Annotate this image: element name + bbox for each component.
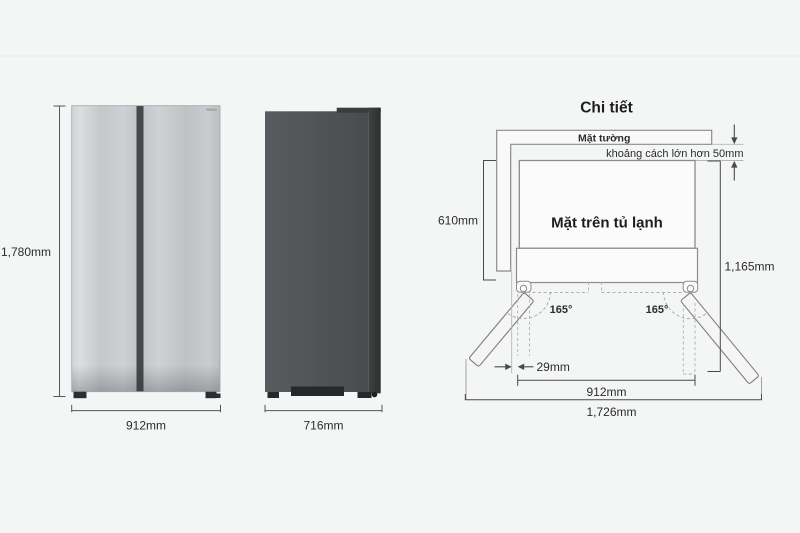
wall-label: Mặt tường <box>578 133 630 145</box>
front-width-label: 912mm <box>126 419 166 433</box>
right-hinge-pin <box>686 284 695 293</box>
depth-open-dimension <box>707 160 721 372</box>
front-right-door <box>143 105 220 392</box>
clearance-arrow-down <box>731 124 738 145</box>
left-open-door <box>468 292 534 367</box>
right-door-angle-label: 165° <box>646 304 669 316</box>
side-front-foot <box>267 392 279 398</box>
total-width-label: 1,726mm <box>586 405 636 419</box>
samsung-logo <box>206 108 217 111</box>
side-wheel <box>371 391 378 398</box>
right-door-swing-arc <box>663 291 707 320</box>
side-depth-dimension <box>264 404 383 413</box>
front-left-foot <box>73 391 87 399</box>
front-right-foot <box>205 391 217 399</box>
clearance-arrow-up <box>731 160 738 181</box>
front-left-door <box>71 105 137 392</box>
front-height-label: 1,780mm <box>1 245 51 259</box>
cabinet-width-label: 912mm <box>586 385 626 399</box>
front-view: 1,780mm 912mm <box>1 105 221 433</box>
side-view: 716mm <box>264 107 383 433</box>
door-frame <box>515 247 699 284</box>
depth-610-dimension <box>483 160 496 281</box>
side-door-slab <box>368 107 381 394</box>
gap-29-dimension <box>494 363 534 370</box>
front-door-divider <box>136 105 144 392</box>
total-width-dimension <box>464 394 762 401</box>
wall-band <box>496 129 713 272</box>
front-bottom-shadow <box>71 365 220 392</box>
depth-610-label: 610mm <box>438 214 478 228</box>
front-outline <box>71 105 221 393</box>
left-door-swing-arc <box>507 291 551 319</box>
front-right-wheel <box>216 393 221 398</box>
fridge-top-body <box>518 159 696 249</box>
side-body <box>265 111 369 393</box>
fridge-top-label: Mặt trên tủ lạnh <box>551 215 663 232</box>
depth-open-label: 1,165mm <box>725 260 775 274</box>
gap-29-label: 29mm <box>537 360 570 374</box>
detail-title: Chi tiết <box>580 100 633 117</box>
left-door-angle-label: 165° <box>550 304 573 316</box>
side-base <box>291 386 344 396</box>
closed-door-reference-lines <box>517 282 696 375</box>
side-depth-label: 716mm <box>303 419 343 433</box>
cabinet-width-dimension <box>517 374 696 386</box>
left-hinge-pin <box>519 284 528 293</box>
side-top-cap <box>336 107 381 113</box>
front-height-dimension <box>53 105 66 397</box>
front-width-dimension <box>71 404 221 413</box>
side-rear-foot <box>357 392 372 398</box>
detail-view: Chi tiết Mặt tường khoảng cách lớn hơn 5… <box>438 100 775 420</box>
clearance-label: khoảng cách lớn hơn 50mm <box>606 148 743 160</box>
